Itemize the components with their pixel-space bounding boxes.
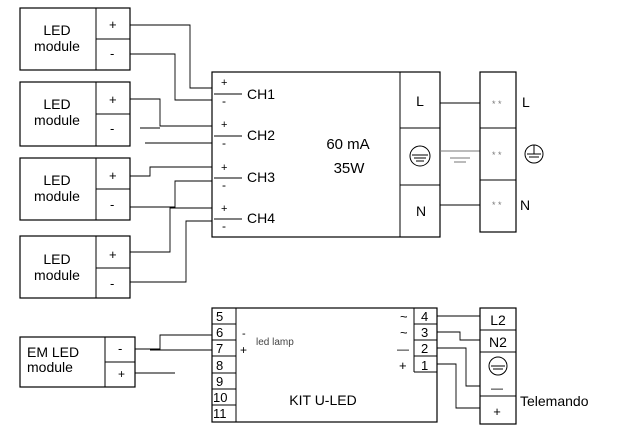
module-wires	[130, 24, 212, 283]
kit-right-sym: +	[399, 358, 407, 373]
channel-plus: +	[221, 162, 227, 174]
terminal-label-n: N	[520, 197, 530, 213]
em-led-module: EM LED module - +	[19, 336, 136, 388]
channel-plus: +	[221, 119, 227, 131]
led-module-minus: -	[110, 276, 114, 291]
earth-icon	[524, 144, 544, 164]
kit-right-pin: 1	[421, 358, 428, 373]
led-module-label-line1: LED	[43, 96, 70, 112]
channel-name: CH2	[247, 127, 275, 143]
terminal-block: * * * * * *	[479, 71, 517, 233]
led-module-minus: -	[110, 121, 114, 136]
em-module-plus: +	[118, 367, 125, 381]
em-module-minus: -	[118, 341, 122, 356]
channel-name: CH1	[247, 86, 275, 102]
kit-left-pin: 10	[213, 390, 227, 405]
kit-output-wires	[437, 315, 480, 409]
channel-plus: +	[221, 77, 227, 89]
driver-current: 60 mA	[326, 136, 369, 153]
output-l2: L2	[490, 312, 506, 328]
channel-minus: -	[222, 94, 226, 108]
terminal-label-l: L	[522, 94, 530, 110]
led-module-label-line1: LED	[43, 251, 70, 267]
terminal-marks: * *	[492, 99, 502, 109]
kit-u-led: 5 6 7 8 9 10 11 - + led lamp KIT U-LED ~…	[211, 307, 438, 423]
led-module-label-line2: module	[34, 38, 80, 54]
led-module-4: LED module + -	[19, 235, 131, 299]
led-module-minus: -	[110, 46, 114, 61]
kit-left-pin: 9	[216, 374, 223, 389]
telemando-minus: —	[491, 381, 503, 395]
kit-right-sym: —	[397, 342, 409, 356]
em-module-line1: EM LED	[27, 344, 79, 360]
led-module-label-line2: module	[34, 267, 80, 283]
kit-title: KIT U-LED	[289, 392, 356, 408]
led-module-3: LED module + -	[19, 157, 131, 221]
channel-minus: -	[222, 136, 226, 150]
telemando-label: Telemando	[520, 393, 589, 409]
kit-led-lamp-text: led lamp	[256, 337, 294, 348]
led-module-1: LED module + -	[19, 7, 131, 71]
led-module-label-line2: module	[34, 188, 80, 204]
output-n2: N2	[489, 334, 507, 350]
led-module-plus: +	[109, 17, 117, 32]
kit-left-pin: 8	[216, 358, 223, 373]
channel-ch2: + - CH2	[214, 119, 275, 150]
terminal-marks: * *	[492, 150, 502, 160]
kit-left-pin: 6	[216, 325, 223, 340]
led-module-plus: +	[109, 247, 117, 262]
kit-left-pin: 7	[216, 341, 223, 356]
led-module-label-line1: LED	[43, 22, 70, 38]
channel-ch1: + - CH1	[214, 77, 275, 108]
earth-icon	[409, 145, 431, 167]
channel-minus: -	[222, 178, 226, 192]
led-module-plus: +	[109, 92, 117, 107]
kit-left-pin: 5	[216, 309, 223, 324]
em-wires	[135, 334, 212, 374]
channel-name: CH4	[247, 210, 275, 226]
kit-led-plus: +	[240, 343, 247, 357]
telemando-plus: +	[493, 404, 501, 419]
led-driver: + - CH1 + - CH2 + - CH3 + - CH4 60 mA 35…	[211, 71, 441, 238]
kit-right-pin: 3	[421, 325, 428, 340]
led-module-label-line2: module	[34, 112, 80, 128]
channel-ch4: + - CH4	[214, 203, 275, 233]
led-module-label-line1: LED	[43, 172, 70, 188]
kit-right-pin: 2	[421, 341, 428, 356]
led-module-plus: +	[109, 168, 117, 183]
kit-right-sym: ~	[400, 309, 408, 324]
mains-wires	[440, 102, 480, 206]
l2-n2-telemando-block: L2 N2 — +	[479, 307, 517, 425]
channel-minus: -	[222, 219, 226, 233]
channel-name: CH3	[247, 169, 275, 185]
driver-mains-l: L	[416, 93, 424, 109]
channel-plus: +	[221, 203, 227, 215]
led-module-minus: -	[110, 197, 114, 212]
kit-right-pin: 4	[421, 309, 428, 324]
kit-left-pin: 11	[213, 406, 227, 421]
earth-icon	[488, 356, 508, 376]
kit-led-minus: -	[242, 328, 246, 340]
terminal-marks: * *	[492, 200, 502, 210]
led-module-2: LED module + -	[19, 81, 131, 147]
em-module-line2: module	[27, 359, 73, 375]
driver-mains-n: N	[416, 203, 426, 219]
kit-right-sym: ~	[400, 325, 408, 340]
channel-ch3: + - CH3	[214, 162, 275, 192]
driver-power: 35W	[334, 160, 366, 177]
